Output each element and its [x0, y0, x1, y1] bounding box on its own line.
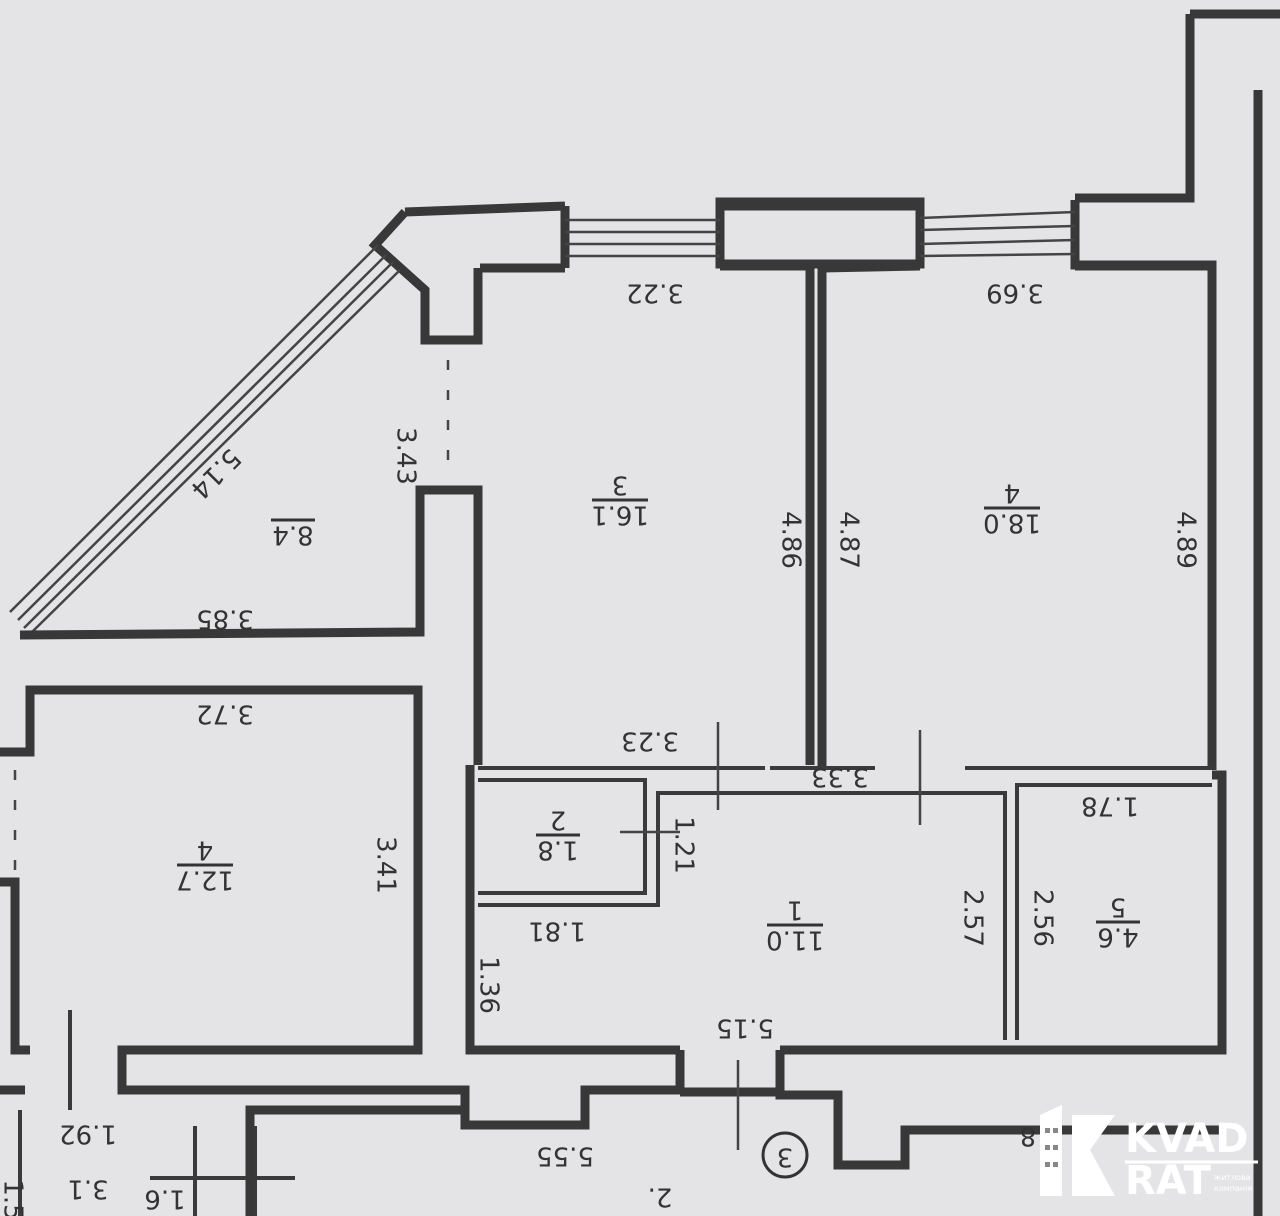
room-labels: 16.1 3 18.0 4 8.4 12.7 4 1.8 2 11.0 1 — [176, 470, 1140, 955]
building-icon — [1040, 1105, 1115, 1196]
room-number: 3 — [612, 470, 629, 500]
dim-label: 5.15 — [716, 1013, 774, 1043]
dim-label: 4.86 — [776, 511, 806, 569]
room-area: 18.0 — [983, 508, 1041, 538]
dim-label: 4.87 — [834, 511, 864, 569]
dim-label: 3.72 — [196, 699, 254, 729]
dim-label: 3.85 — [196, 604, 254, 634]
dim-label: 1.5 — [0, 1179, 28, 1216]
dim-label: 1.81 — [528, 916, 586, 946]
section-marker-circle — [761, 1131, 809, 1179]
logo-tagline-1: житлова — [1214, 1173, 1251, 1182]
room-4-label: 18.0 4 — [983, 478, 1041, 538]
room-number: 2 — [550, 805, 567, 835]
dim-label: 3.22 — [626, 278, 684, 308]
dim-label: 4.89 — [1171, 511, 1201, 569]
room-1-label: 11.0 1 — [766, 895, 824, 955]
room-area: 12.7 — [176, 865, 234, 895]
dim-label: 3.69 — [986, 278, 1044, 308]
balcony-label: 8.4 — [271, 518, 315, 550]
logo-text-1: KVAD — [1125, 1116, 1248, 1162]
room-number: 4 — [1004, 478, 1021, 508]
dim-label: 3.43 — [391, 427, 421, 485]
dim-label: 1.78 — [1081, 791, 1139, 821]
room-number: 4 — [197, 835, 214, 865]
room-area: 11.0 — [766, 925, 824, 955]
section-marker-label: 3 — [777, 1142, 794, 1172]
logo-tagline-2: компанія — [1214, 1184, 1252, 1193]
dim-label: 2. — [648, 1182, 673, 1212]
dim-label: 1.92 — [59, 1119, 117, 1149]
dim-label: 8 — [1020, 1121, 1037, 1151]
logo-text-2: RAT — [1125, 1158, 1212, 1204]
dim-label: 1.6 — [144, 1184, 185, 1214]
room-area: 16.1 — [591, 500, 649, 530]
room-3-label: 16.1 3 — [591, 470, 649, 530]
room-number: 5 — [1110, 892, 1127, 922]
dim-label: 3.23 — [621, 726, 679, 756]
dimension-labels: 3.22 3.69 5.14 3.43 4.86 4.87 4.89 3.85 … — [0, 278, 1201, 1216]
room-2-label: 1.8 2 — [536, 805, 580, 865]
room-area: 4.6 — [1097, 922, 1138, 952]
kvadrat-logo: KVAD RAT житлова компанія — [1040, 1105, 1258, 1204]
dim-label: 2.56 — [1028, 889, 1058, 947]
dim-label: 2.57 — [958, 889, 988, 947]
room-area: 1.8 — [537, 835, 578, 865]
dim-label: 1.21 — [669, 816, 699, 874]
dim-label: 5.55 — [536, 1141, 594, 1171]
room-number: 1 — [787, 895, 804, 925]
walls — [0, 9, 1280, 1216]
room-area: 8.4 — [272, 520, 313, 550]
dim-label: 3.41 — [371, 836, 401, 894]
dim-label: 1.36 — [474, 956, 504, 1014]
left-room-label: 12.7 4 — [176, 835, 234, 895]
room-5-label: 4.6 5 — [1096, 892, 1140, 952]
dim-label: 3.33 — [811, 762, 869, 792]
dim-label: 3.1 — [67, 1174, 108, 1204]
